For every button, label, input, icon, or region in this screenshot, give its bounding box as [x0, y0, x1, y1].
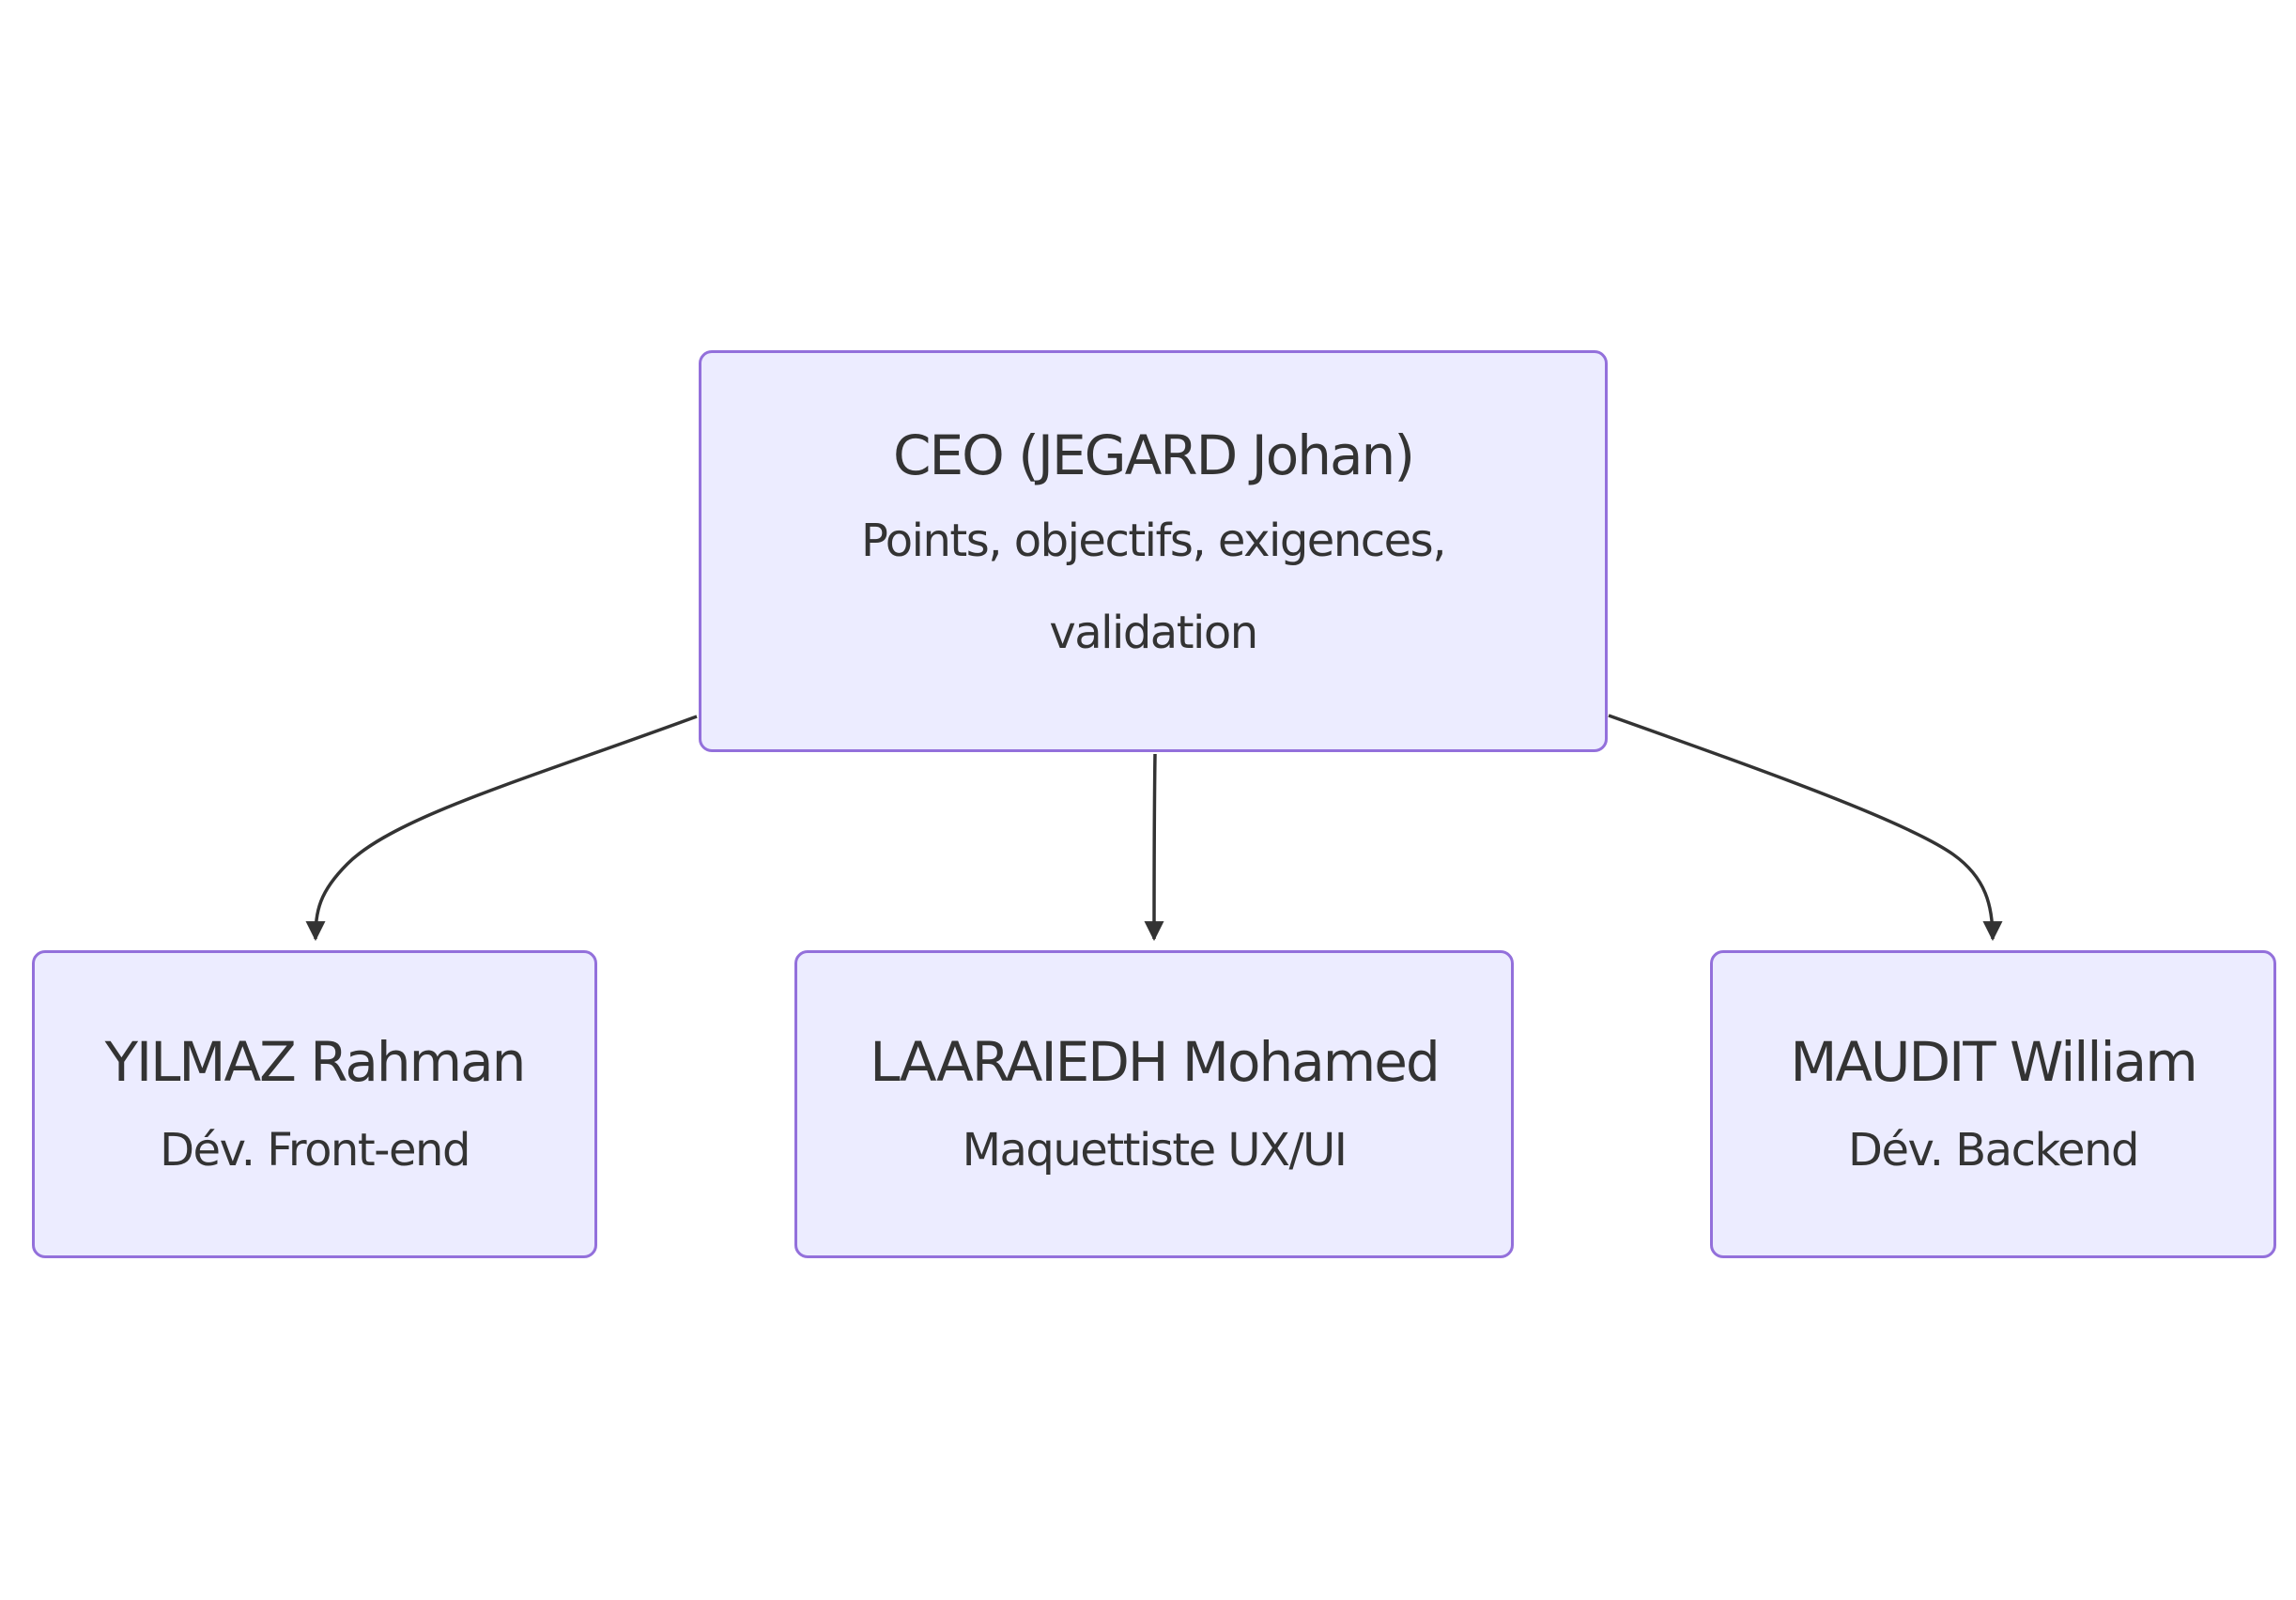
node-ceo-subtitle: Points, objectifs, exigences, validation — [861, 514, 1446, 659]
node-ceo-title: CEO (JEGARD Johan) — [893, 423, 1415, 488]
edge-ceo-to-yilmaz — [305, 715, 698, 942]
node-yilmaz-title: YILMAZ Rahman — [104, 1030, 527, 1095]
node-ceo: CEO (JEGARD Johan) Points, objectifs, ex… — [699, 350, 1608, 752]
node-yilmaz-subtitle: Dév. Front-end — [160, 1124, 470, 1177]
node-yilmaz: YILMAZ Rahman Dév. Front-end — [32, 950, 597, 1258]
node-laaraiedh-title: LAARAIEDH Mohamed — [870, 1030, 1441, 1095]
node-maudit-subtitle: Dév. Backend — [1848, 1124, 2139, 1177]
edge-ceo-to-maudit — [1608, 714, 2003, 942]
edge-ceo-to-laaraiedh — [1144, 753, 1164, 942]
node-maudit: MAUDIT William Dév. Backend — [1710, 950, 2276, 1258]
node-laaraiedh-subtitle: Maquettiste UX/UI — [962, 1124, 1348, 1177]
node-laaraiedh: LAARAIEDH Mohamed Maquettiste UX/UI — [794, 950, 1514, 1258]
node-maudit-title: MAUDIT William — [1790, 1030, 2197, 1095]
